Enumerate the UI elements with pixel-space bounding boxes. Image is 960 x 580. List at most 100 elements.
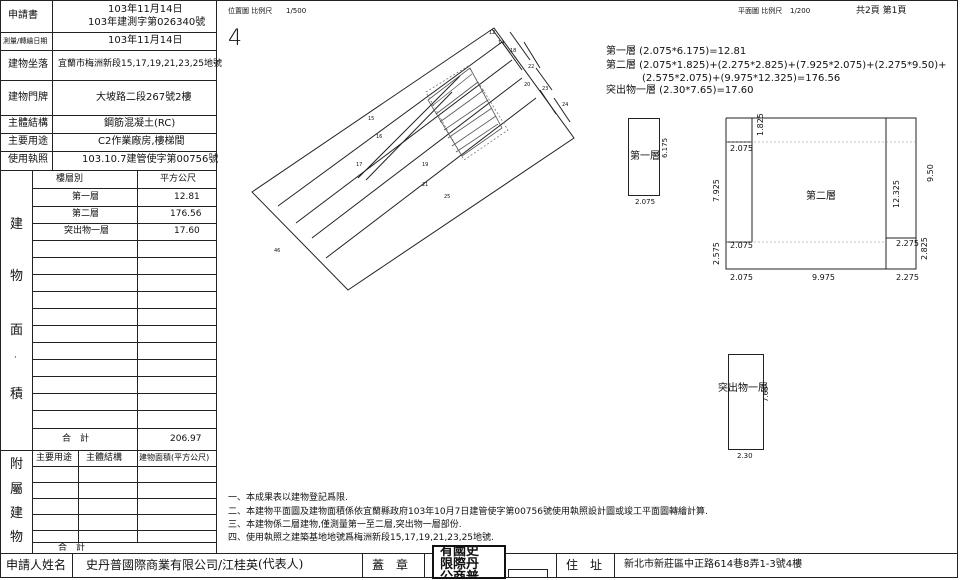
lot-number-1: 12 <box>489 30 495 36</box>
page-info: 共2頁 第1頁 <box>856 6 907 16</box>
note-1: 一、本成果表以建物登記爲限. <box>228 493 348 503</box>
floor1-outline <box>628 118 660 196</box>
lot-number-4: 15 <box>368 116 374 122</box>
area-total-label: 合 計 <box>62 434 90 444</box>
floor2-outline <box>725 117 917 270</box>
col-floor-header: 樓層別 <box>56 174 84 184</box>
protrusion-width-dim: 2.30 <box>737 452 753 460</box>
annex-side-char-1: 附 <box>10 457 24 472</box>
applicant-name: 史丹普國際商業有限公司/江桂英 <box>86 558 259 572</box>
lot-number-6: 19 <box>422 162 428 168</box>
protrusion-name: 突出物一層 <box>718 383 768 394</box>
floor-name-3: 突出物一層 <box>64 226 110 236</box>
floor-area-2: 176.56 <box>170 209 202 219</box>
annex-col-area: 建物面積(平方公尺) <box>139 453 210 462</box>
formula-floor2-line1: 第二層 (2.075*1.825)+(2.275*2.825)+(7.925*2… <box>606 60 947 71</box>
note-3: 三、本建物係二層建物,僅測量第一至二層,突出物一層部份. <box>228 520 462 530</box>
annex-side-char-3: 建 <box>10 506 24 521</box>
info-table: 申請書 103年11月14日 103年建測字第026340號 測量/轉繪日期 1… <box>0 0 222 553</box>
stamp-line-2: 限際丹 <box>440 557 480 572</box>
lot-number-14: 46 <box>274 248 280 254</box>
floor2-dim-bottom-w2: 9.975 <box>812 273 835 282</box>
floor2-dim-right-h1: 12.325 <box>892 180 901 208</box>
row-label-location: 建物坐落 <box>8 59 48 70</box>
area-side-char-4: · <box>14 353 17 363</box>
floor-area-3: 17.60 <box>174 226 200 236</box>
main-structure: 鋼筋混凝土(RC) <box>104 118 176 129</box>
protrusion-height-dim: 7.65 <box>762 386 770 402</box>
formula-floor2-line2: (2.575*2.075)+(9.975*12.325)=176.56 <box>642 73 841 84</box>
annex-col-struct: 主體結構 <box>86 453 123 463</box>
row-label-license: 使用執照 <box>8 154 48 165</box>
area-total-value: 206.97 <box>170 434 202 444</box>
row-label-survey-date: 測量/轉繪日期 <box>3 37 48 45</box>
building-address: 大坡路二段267號2樓 <box>96 92 192 103</box>
floor-plan-scale: 1/200 <box>790 7 811 15</box>
lot-number-11: 22 <box>528 64 534 70</box>
building-location: 宜蘭市梅洲新段15,17,19,21,23,25地號 <box>58 59 223 69</box>
floor2-dim-bottom-left-h: 2.575 <box>712 242 721 265</box>
floor-name-1: 第一層 <box>72 192 100 202</box>
floor2-dim-top-left-h: 1.825 <box>756 113 765 136</box>
area-table: 建 物 面 · 積 樓層別 平方公尺 第一層 12.81 第二層 176.56 … <box>0 170 216 451</box>
use-license: 103.10.7建管使字第00756號 <box>82 154 219 165</box>
stamp-line-1: 有國史 <box>440 545 480 559</box>
lot-number-5: 17 <box>356 162 362 168</box>
formula-floor1: 第一層 (2.075*6.175)=12.81 <box>606 46 747 57</box>
applicant-label: 申請人姓名 <box>6 558 67 572</box>
row-label-structure: 主體結構 <box>8 118 48 129</box>
application-date: 103年11月14日 <box>108 4 183 15</box>
company-seal-stamp: 有國史 限際丹 公商普 <box>432 545 506 579</box>
floor1-name: 第一層 <box>630 151 660 162</box>
floor2-dim-right-w-small: 2.275 <box>896 239 919 248</box>
annex-table: 附 屬 建 物 主要用途 主體結構 建物面積(平方公尺) 合 計 <box>0 450 216 553</box>
lot-number-3: 18 <box>510 48 516 54</box>
formula-protrusion: 突出物一層 (2.30*7.65)=17.60 <box>606 85 754 96</box>
floor2-dim-bottom-w1: 2.075 <box>730 273 753 282</box>
row-label-use: 主要用途 <box>8 136 48 147</box>
floor2-name: 第二層 <box>806 191 836 202</box>
lot-number-10: 25 <box>444 194 450 200</box>
site-map: 12 14 18 15 17 19 21 23 24 25 22 20 16 4… <box>251 27 575 291</box>
floor2-dim-outer-h: 9.50 <box>926 164 935 182</box>
lot-number-7: 21 <box>422 182 428 188</box>
col-area-header: 平方公尺 <box>160 174 197 184</box>
floor1-height-dim: 6.175 <box>661 137 669 158</box>
small-stamp <box>508 569 548 578</box>
lot-number-2: 14 <box>498 40 504 46</box>
representative-note: (代表人) <box>258 557 304 571</box>
floor1-width-dim: 2.075 <box>635 198 656 206</box>
stamp-line-3: 公商普 <box>440 570 480 579</box>
floor-name-2: 第二層 <box>72 209 100 219</box>
area-side-char-1: 建 <box>10 217 24 232</box>
annex-col-use: 主要用途 <box>36 453 73 463</box>
application-number: 103年建測字第026340號 <box>88 17 206 28</box>
lot-number-13: 16 <box>376 134 382 140</box>
survey-date: 103年11月14日 <box>108 35 183 46</box>
row-label-application: 申請書 <box>8 10 38 21</box>
floor2-dim-left-mid-h: 7.925 <box>712 179 721 202</box>
area-side-char-5: 積 <box>10 387 24 402</box>
note-4: 四、使用執照之建築基地地號爲梅洲新段15,17,19,21,23,25地號. <box>228 533 494 543</box>
floor2-dim-right-h-small: 2.825 <box>920 237 929 260</box>
main-use: C2作業廠房,樓梯間 <box>98 136 185 147</box>
annex-total-label: 合 計 <box>58 543 86 553</box>
row-label-address: 建物門牌 <box>8 92 48 103</box>
annex-side-char-4: 物 <box>10 530 24 545</box>
lot-number-12: 20 <box>524 82 530 88</box>
protrusion-outline <box>728 354 764 450</box>
floor2-dim-top-left-w: 2.075 <box>730 144 753 153</box>
address-label: 住 址 <box>566 558 603 572</box>
lot-number-9: 24 <box>562 102 568 108</box>
applicant-address: 新北市新莊區中正路614巷8弄1-3號4樓 <box>624 559 803 570</box>
area-side-char-2: 物 <box>10 269 24 284</box>
location-map-label: 位置圖 比例尺 <box>228 7 273 15</box>
area-side-char-3: 面 <box>10 323 24 338</box>
floor-plan-label: 平面圖 比例尺 <box>738 7 783 15</box>
note-2: 二、本建物平面圖及建物面積係依宜蘭縣政府103年10月7日建管使字第00756號… <box>228 507 708 517</box>
floor2-dim-bottom-w3: 2.275 <box>896 273 919 282</box>
annex-side-char-2: 屬 <box>10 482 24 497</box>
north-arrow-icon: 4 <box>228 26 242 51</box>
floor-area-1: 12.81 <box>174 192 200 202</box>
lot-number-8: 23 <box>542 86 548 92</box>
